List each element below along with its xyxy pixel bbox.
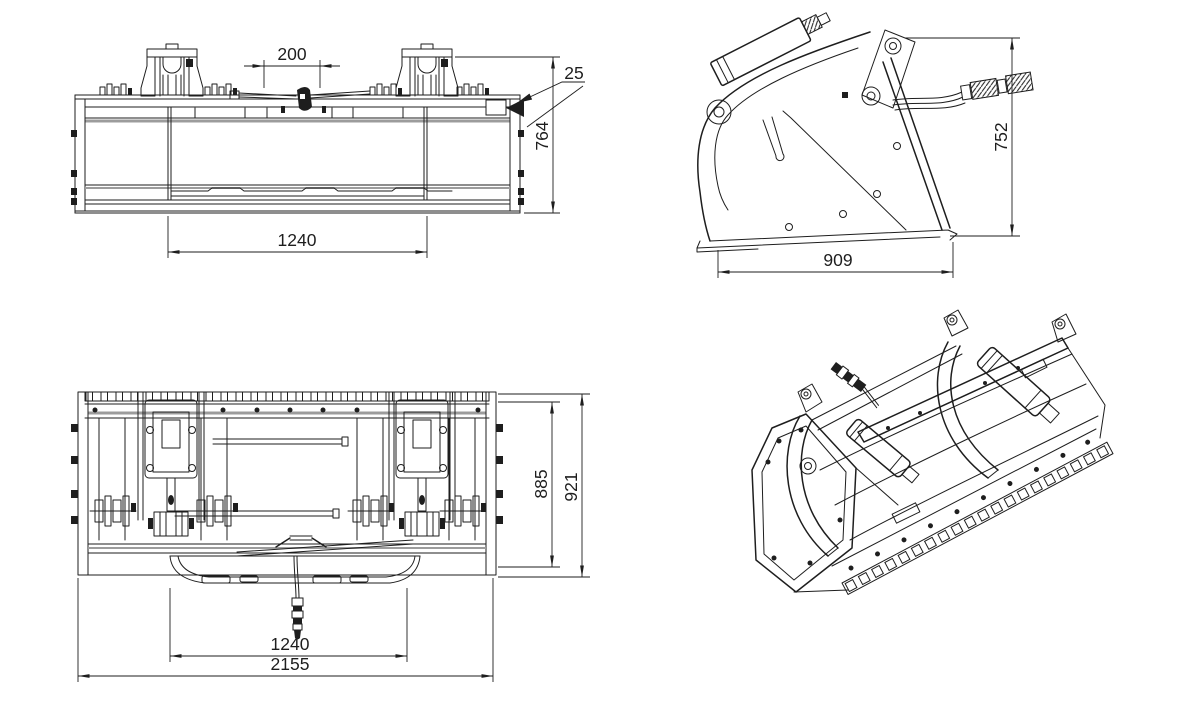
view-isometric xyxy=(751,309,1114,595)
pin-cluster xyxy=(202,83,238,96)
dimension-center-spacing: 200 xyxy=(244,44,340,88)
iso-rail-bolts xyxy=(886,366,1020,430)
dimension-edge-thickness: 25 xyxy=(485,63,585,128)
iso-bucket-shell xyxy=(751,337,1106,593)
plan-mount-plate-left xyxy=(137,391,205,537)
dim-value-25: 25 xyxy=(564,63,583,83)
pivot-spool xyxy=(89,417,137,541)
iso-cylinder-left xyxy=(846,418,920,484)
iso-hydraulic-coupler xyxy=(830,362,880,409)
iso-crossbeam xyxy=(811,345,963,431)
dim-value-885: 885 xyxy=(531,469,551,498)
dimension-side-depth: 909 xyxy=(717,242,954,278)
hydraulic-cylinder-side xyxy=(710,12,831,87)
hydraulic-valve-assembly xyxy=(229,87,371,113)
view-rear-elevation: 200 25 764 1240 xyxy=(71,43,585,258)
pivot-spool xyxy=(439,417,487,541)
dimension-plan-outer-depth: 921 xyxy=(498,393,590,578)
dim-value-752: 752 xyxy=(991,122,1011,151)
tie-rods xyxy=(174,436,349,519)
mount-tower-right xyxy=(395,43,459,97)
mount-tower-left xyxy=(140,43,204,97)
dim-value-921: 921 xyxy=(561,472,581,501)
hydraulic-hose-plan xyxy=(291,555,304,640)
dimension-plan-inner-depth: 885 xyxy=(498,401,560,568)
iso-grapple-arm-left xyxy=(786,383,839,557)
dimension-plan-mount-width: 1240 xyxy=(169,588,408,662)
pin-cluster xyxy=(97,83,133,96)
dim-value-1240-plan: 1240 xyxy=(271,634,310,654)
dim-value-2155: 2155 xyxy=(271,654,310,674)
rocker-link xyxy=(842,29,916,109)
dim-value-1240-rear: 1240 xyxy=(278,230,317,250)
plan-body xyxy=(71,391,503,584)
dimension-rear-mount-width: 1240 xyxy=(167,216,428,258)
dim-value-764: 764 xyxy=(532,121,552,150)
dim-value-200: 200 xyxy=(277,44,306,64)
bucket-side-profile xyxy=(696,31,958,253)
dimension-side-height: 752 xyxy=(905,37,1020,237)
plan-mount-plate-right xyxy=(388,391,456,537)
iso-cutting-edge xyxy=(841,439,1114,595)
view-side-elevation: 752 909 xyxy=(696,12,1034,278)
pin-cluster xyxy=(367,83,403,96)
pin-cluster xyxy=(454,83,490,96)
bucket-body xyxy=(71,94,524,214)
pivot-spool xyxy=(347,417,395,541)
iso-grapple-arm-right xyxy=(936,309,1077,479)
dimension-rear-height: 764 xyxy=(455,56,560,214)
dimension-plan-overall-width: 2155 xyxy=(77,578,494,682)
iso-cylinder-right xyxy=(976,346,1060,424)
dim-value-909: 909 xyxy=(823,250,852,270)
view-plan: 885 921 1240 2155 xyxy=(71,391,590,682)
center-bracket xyxy=(275,535,327,548)
